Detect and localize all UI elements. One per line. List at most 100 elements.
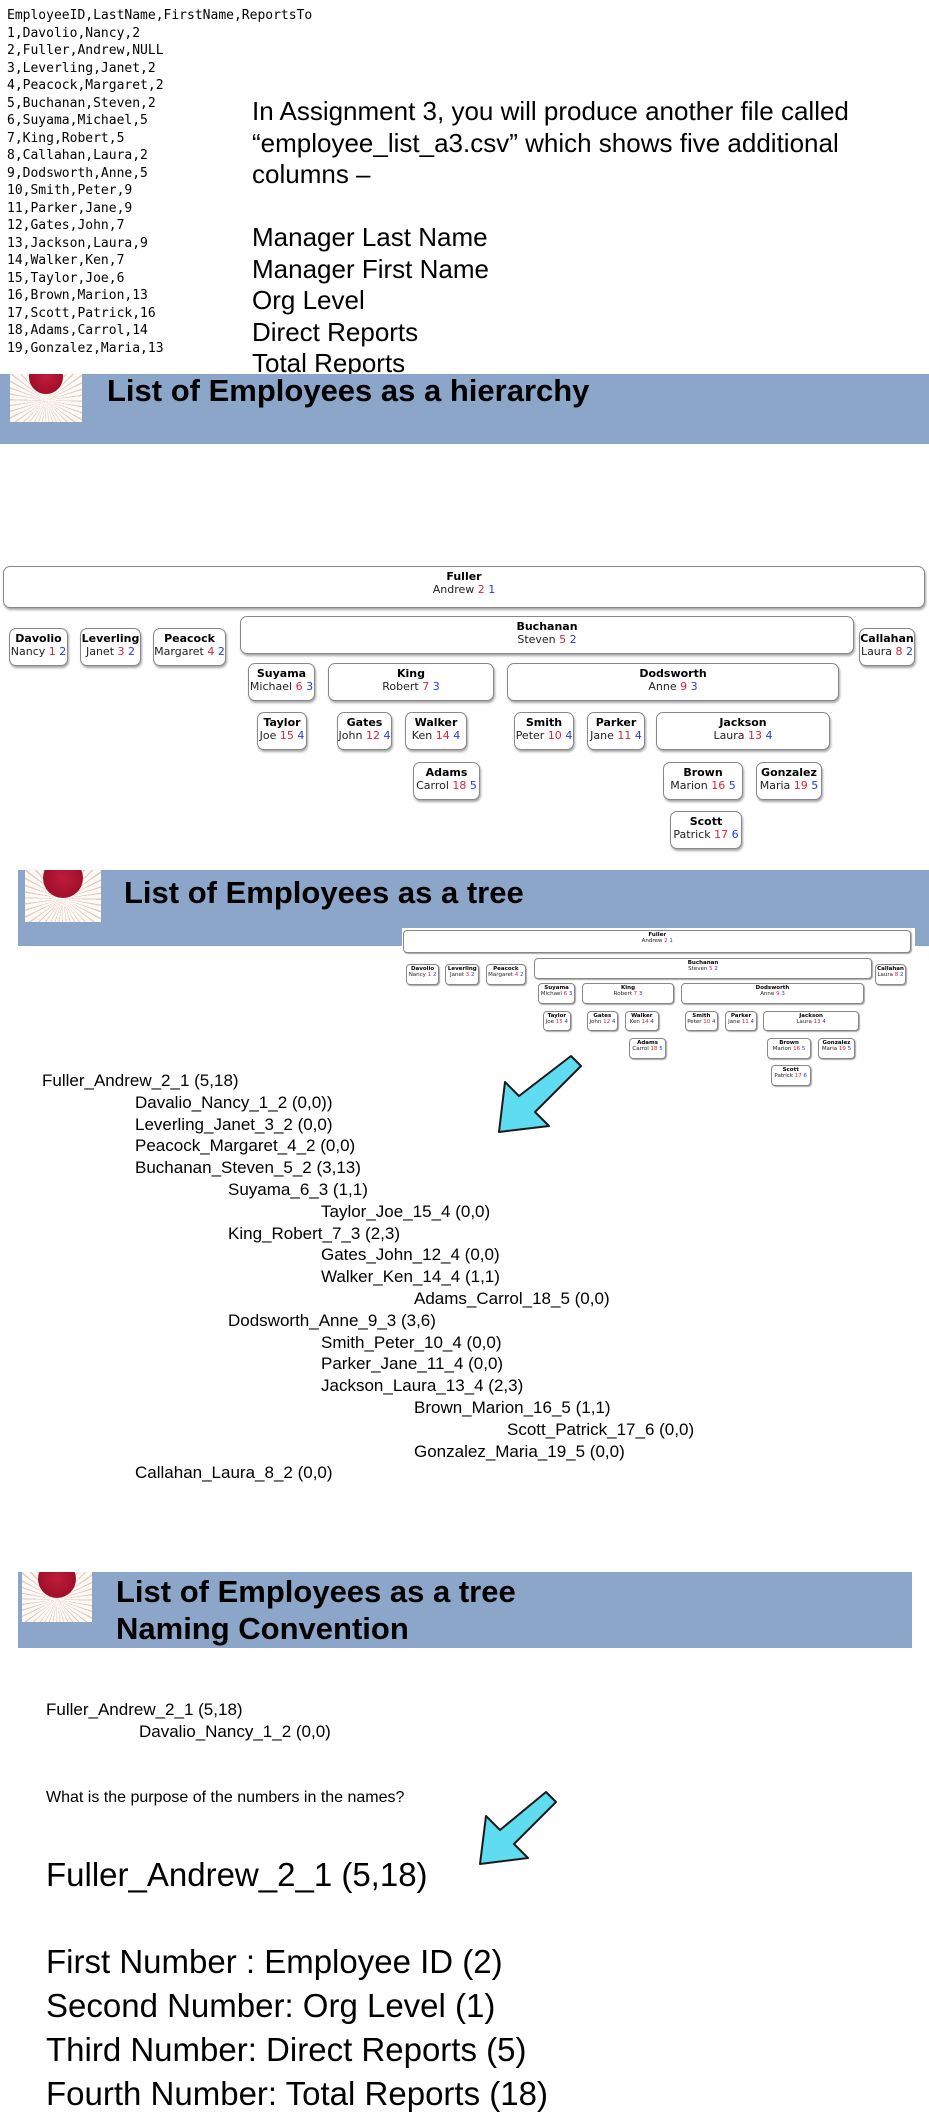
org-node-last-name: Gates xyxy=(346,716,383,729)
csv-line: 14,Walker,Ken,7 xyxy=(7,253,125,268)
org-node-level: 3 xyxy=(306,680,314,693)
tree-line: Gates_John_12_4 (0,0) xyxy=(321,1245,500,1265)
org-node-level: 4 xyxy=(822,1018,826,1025)
org-node-level: 6 xyxy=(731,828,739,841)
org-node-last-name: Walker xyxy=(631,1012,653,1019)
sun-logo-icon xyxy=(10,374,82,422)
org-node-first-name: Laura xyxy=(877,972,894,979)
org-node-first-name: Andrew xyxy=(432,583,475,596)
explanation-line: Fourth Number: Total Reports (18) xyxy=(46,2075,548,2112)
tree-line: Gonzalez_Maria_19_5 (0,0) xyxy=(414,1441,625,1461)
org-node-id: 11 xyxy=(617,729,632,742)
org-node-first-name: John xyxy=(589,1018,602,1025)
org-node-first-name: Robert xyxy=(613,991,632,998)
org-node-id: 17 xyxy=(714,828,729,841)
org-node-last-name: Davolio xyxy=(410,966,435,973)
org-node-last-name: Walker xyxy=(414,716,458,729)
tree-line: Jackson_Laura_13_4 (2,3) xyxy=(321,1376,524,1396)
org-node-level: 1 xyxy=(669,938,673,944)
tree-line: Parker_Jane_11_4 (0,0) xyxy=(321,1354,504,1374)
org-node-level: 2 xyxy=(569,633,577,646)
tree-line: Brown_Marion_16_5 (1,1) xyxy=(414,1398,611,1417)
org-node-id: 3 xyxy=(117,645,125,658)
org-node-id: 16 xyxy=(793,1046,801,1053)
org-node-level: 3 xyxy=(638,991,643,998)
org-node-first-name: Michael xyxy=(249,680,293,693)
org-node-id: 10 xyxy=(547,729,562,742)
org-node-level: 2 xyxy=(906,645,914,658)
org-node-last-name: Callahan xyxy=(877,966,904,973)
org-node-first-name: Laura xyxy=(860,645,893,658)
column-item: Manager First Name xyxy=(252,253,489,284)
org-node-last-name: Parker xyxy=(595,716,637,729)
org-node-first-name: Anne xyxy=(760,991,775,998)
naming-example-line: Fuller_Andrew_2_1 (5,18) xyxy=(46,1700,243,1719)
csv-line: 17,Scott,Patrick,16 xyxy=(7,305,156,321)
org-node-level: 5 xyxy=(659,1046,663,1053)
org-node-first-name: Peter xyxy=(515,729,545,742)
org-node-id: 9 xyxy=(776,991,780,998)
org-node-id: 18 xyxy=(650,1046,658,1053)
org-node-level: 4 xyxy=(750,1018,754,1025)
csv-line: 18,Adams,Carrol,14 xyxy=(7,323,148,338)
org-node-last-name: Suyama xyxy=(256,667,307,680)
org-node-id: 12 xyxy=(365,729,380,742)
org-node-level: 6 xyxy=(803,1073,808,1080)
org-node-first-name: Margaret xyxy=(488,972,513,979)
org-node-id: 7 xyxy=(633,991,638,998)
tree-line: Peacock_Margaret_4_2 (0,0) xyxy=(135,1136,356,1156)
org-node-last-name: Adams xyxy=(637,1040,659,1047)
org-node-last-name: Dodsworth xyxy=(755,985,790,992)
sun-logo-icon xyxy=(25,870,101,922)
org-node-last-name: Adams xyxy=(425,766,468,779)
org-node-id: 1 xyxy=(48,645,56,658)
csv-line: 10,Smith,Peter,9 xyxy=(7,183,133,198)
csv-listing: EmployeeID,LastName,FirstName,ReportsTo 1… xyxy=(7,7,312,357)
csv-line: 13,Jackson,Laura,9 xyxy=(7,235,148,251)
org-node-first-name: Andrew xyxy=(641,938,663,944)
org-node-first-name: Joe xyxy=(545,1018,555,1025)
org-node-id: 9 xyxy=(680,680,688,693)
org-node-last-name: Gonzalez xyxy=(761,766,817,779)
tree-root-line: Fuller_Andrew_2_1 (5,18) xyxy=(42,1071,239,1090)
org-node-id: 1 xyxy=(427,972,432,979)
org-node-first-name: Nancy xyxy=(10,645,46,658)
assignment-text: In Assignment 3, you will produce anothe… xyxy=(252,96,892,380)
csv-header-line: EmployeeID,LastName,FirstName,ReportsTo xyxy=(7,8,313,23)
org-node-last-name: Gates xyxy=(593,1012,612,1019)
csv-line: 9,Dodsworth,Anne,5 xyxy=(7,165,148,181)
org-node-last-name: Smith xyxy=(692,1012,711,1019)
org-node-id: 13 xyxy=(748,729,763,742)
csv-line: 5,Buchanan,Steven,2 xyxy=(7,95,156,111)
org-node-last-name: Suyama xyxy=(544,985,569,992)
org-node-id: 4 xyxy=(207,645,215,658)
org-node-level: 4 xyxy=(564,1018,569,1025)
org-node-first-name: Peter xyxy=(687,1018,702,1025)
org-node-first-name: Jane xyxy=(728,1018,740,1025)
org-node-level: 2 xyxy=(59,645,67,658)
csv-line: 3,Leverling,Janet,2 xyxy=(7,60,156,76)
tree-line: Buchanan_Steven_5_2 (3,13) xyxy=(135,1158,361,1178)
org-node-last-name: Peacock xyxy=(493,966,519,973)
csv-line: 2,Fuller,Andrew,NULL xyxy=(7,43,164,58)
tree-line: Walker_Ken_14_4 (1,1) xyxy=(321,1267,500,1287)
assignment-intro-line: columns – xyxy=(252,159,371,189)
org-node-level: 4 xyxy=(611,1018,616,1025)
org-node-first-name: Anne xyxy=(648,680,677,693)
arrow-icon xyxy=(498,1055,582,1133)
org-node-first-name: Patrick xyxy=(774,1073,793,1080)
